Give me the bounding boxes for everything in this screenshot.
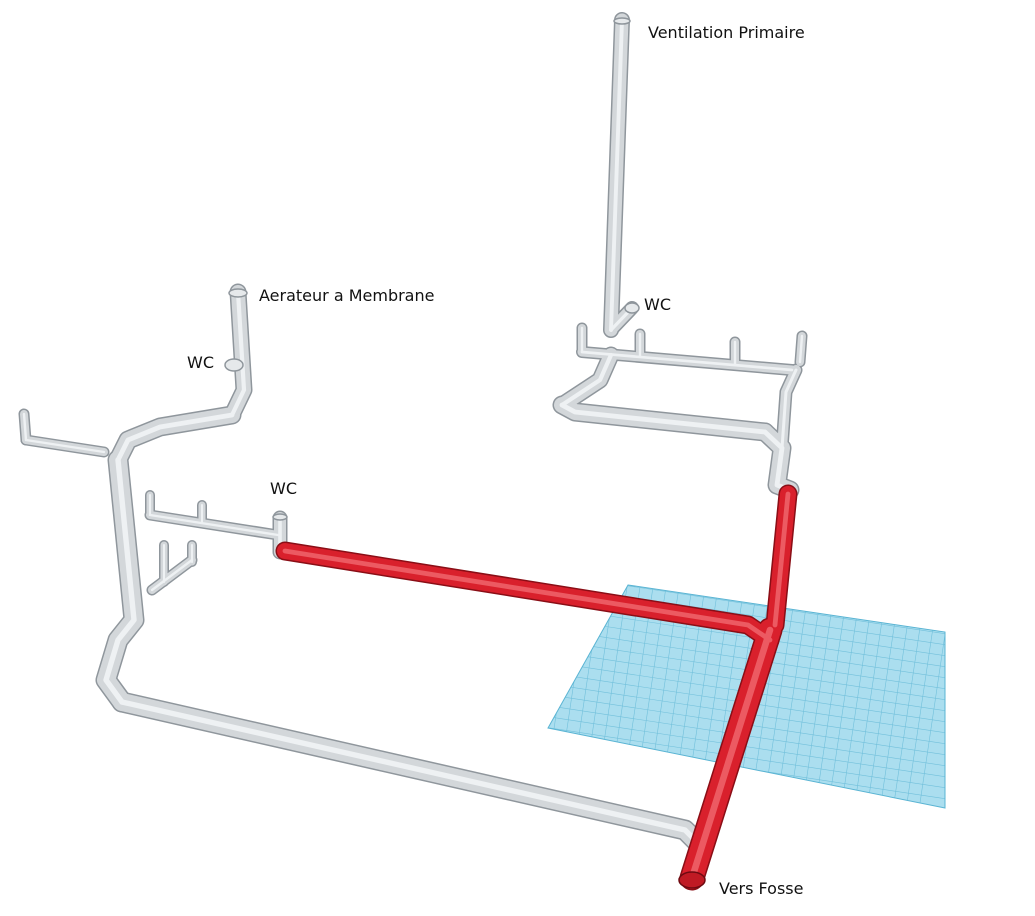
aerateur-stack-highlight xyxy=(229,289,247,418)
left-tall-riser-highlight xyxy=(103,457,137,705)
left-top-branch-highlight xyxy=(24,438,106,454)
left-top-stub-highlight xyxy=(22,412,28,442)
vent-stack-opening xyxy=(613,17,631,25)
red-main-to-fosse-highlight xyxy=(688,626,774,882)
right-loop-run-highlight xyxy=(559,402,768,435)
aerateur-opening xyxy=(228,288,248,298)
right-branch-main-highlight xyxy=(580,350,794,372)
wc-right-opening xyxy=(624,302,640,314)
wc-right-label: WC xyxy=(644,295,671,314)
left-lower-branch-highlight xyxy=(150,558,194,592)
wc-left-label: WC xyxy=(187,353,214,372)
ventilation-primaire-label: Ventilation Primaire xyxy=(648,23,805,42)
fosse-opening xyxy=(678,871,706,889)
vent-stack-highlight xyxy=(609,18,624,332)
aerateur-run-highlight xyxy=(115,412,235,463)
left-mid-branch-highlight xyxy=(148,513,280,537)
vers-fosse-label: Vers Fosse xyxy=(719,879,804,898)
wc-center-label: WC xyxy=(270,479,297,498)
wc-left-opening xyxy=(224,358,244,372)
wc-center-opening xyxy=(272,513,288,521)
right-loop-down-highlight xyxy=(559,352,614,408)
right-small-riser-highlight xyxy=(780,368,798,450)
red-horizontal-drain-highlight xyxy=(282,548,773,643)
aerateur-membrane-label: Aerateur a Membrane xyxy=(259,286,435,305)
red-vertical-riser-highlight xyxy=(772,491,791,628)
right-branch-stub-4-highlight xyxy=(798,334,804,364)
